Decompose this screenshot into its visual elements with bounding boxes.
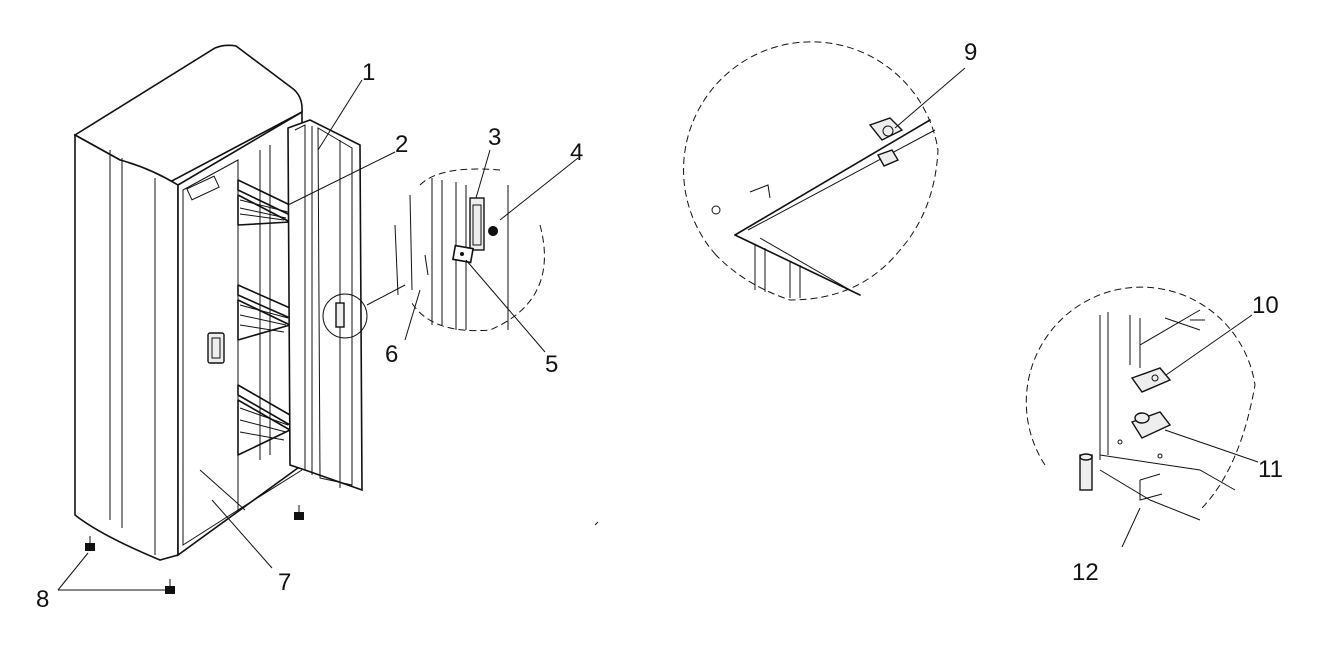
callout-2: 2 (395, 131, 408, 158)
callout-numbers: 1 2 3 4 5 6 7 8 9 10 11 12 (36, 39, 1283, 613)
hinge-detail-marker (322, 293, 368, 339)
callout-12: 12 (1072, 559, 1099, 586)
callout-10: 10 (1252, 292, 1279, 319)
cabinet-body (73, 44, 303, 561)
callout-4: 4 (570, 139, 583, 166)
bottom-hinge-detail (1025, 286, 1259, 548)
top-hinge-detail (683, 41, 966, 301)
callout-11: 11 (1258, 456, 1283, 483)
callout-7: 7 (278, 569, 291, 596)
callout-1: 1 (362, 59, 375, 86)
hinge-pin-small (335, 302, 345, 328)
callout-6: 6 (385, 341, 398, 368)
leveling-feet (85, 505, 304, 594)
callout-5: 5 (545, 351, 558, 378)
door (287, 119, 363, 492)
leader-lines-main (57, 79, 396, 591)
callout-8: 8 (36, 586, 49, 613)
callout-3: 3 (488, 124, 501, 151)
hinge-detail (394, 149, 579, 353)
callout-9: 9 (964, 39, 977, 66)
